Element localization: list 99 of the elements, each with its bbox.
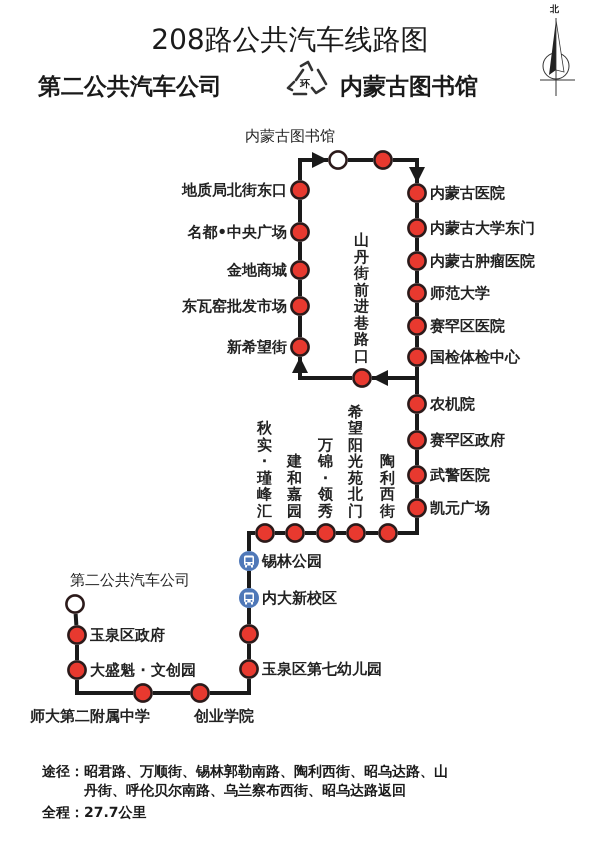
route-line <box>75 680 133 695</box>
route-line <box>415 271 419 283</box>
stop-circle <box>190 683 210 703</box>
title: 208路公共汽车线路图 <box>150 22 430 58</box>
stop-circle <box>407 498 427 518</box>
route-line <box>292 357 352 380</box>
stop-circle <box>407 316 427 336</box>
stop-circle <box>290 337 310 357</box>
stop-name: 地质局北街东口 <box>182 181 287 199</box>
stop-circle <box>67 660 87 680</box>
stop-circle <box>133 683 153 703</box>
route-line <box>415 485 419 498</box>
stop-name: 东瓦窑批发市场 <box>182 297 287 315</box>
route-line <box>298 316 302 337</box>
stop-name: 大盛魁 · 文创园 <box>90 661 196 679</box>
stop-name: 内蒙古图书馆 <box>244 127 336 145</box>
stop-name: 新希望街 <box>227 338 287 356</box>
route-line <box>75 645 79 660</box>
stop-name: 创业学院 <box>194 707 254 725</box>
stop-name: 锡林公园 <box>262 552 322 570</box>
route-line <box>210 679 251 695</box>
route-line <box>298 280 302 296</box>
route-streets: 途径：昭君路、万顺街、锡林郭勒南路、陶利西街、昭乌达路、山丹街、呼伦贝尔南路、乌兰察布西街、昭乌达路返回 <box>42 763 449 801</box>
route-line <box>415 450 419 465</box>
stop-name: 玉泉区政府 <box>90 626 165 644</box>
route-line <box>247 571 251 588</box>
stop-name: 希望阳光苑北门 <box>348 404 363 519</box>
stop-circle <box>290 180 310 200</box>
subtitle-text: 第二公共汽车公司 <box>38 73 222 102</box>
route-line <box>415 303 419 316</box>
route-line <box>305 531 316 535</box>
stop-name: 凯元广场 <box>430 499 490 517</box>
route-line <box>153 691 190 695</box>
stop-circle <box>316 523 336 543</box>
stop-name: 山丹街前进巷路口 <box>354 232 369 364</box>
stop-circle <box>407 283 427 303</box>
stop-name: 金地商城 <box>227 261 287 279</box>
stop-circle <box>378 523 398 543</box>
route-line <box>298 242 302 260</box>
stop-name: 内蒙古医院 <box>430 184 505 202</box>
stop-circle <box>290 296 310 316</box>
stop-circle <box>407 347 427 367</box>
stop-name: 农机院 <box>430 395 475 413</box>
route-line <box>415 414 419 430</box>
terminal-circle <box>328 150 348 170</box>
stop-circle <box>285 523 305 543</box>
stop-name: 内大新校区 <box>262 589 337 607</box>
route-line <box>415 336 419 347</box>
stop-circle <box>346 523 366 543</box>
stop-name: 第二公共汽车公司 <box>70 571 190 589</box>
route-line <box>298 200 302 222</box>
stop-circle <box>407 251 427 271</box>
stop-name: 武警医院 <box>430 466 490 484</box>
route-line <box>348 158 373 162</box>
stop-circle <box>255 523 275 543</box>
stop-name: 师大第二附属中学 <box>30 707 150 725</box>
stop-circle <box>407 465 427 485</box>
stop-name: 师范大学 <box>430 284 490 302</box>
route-line <box>398 518 419 535</box>
compass-label: 北 <box>550 4 559 16</box>
stop-name: 赛罕区医院 <box>430 317 505 335</box>
subtitle-text: 内蒙古图书馆 <box>340 73 478 102</box>
route-line <box>298 152 328 180</box>
stop-circle <box>239 659 259 679</box>
route-line <box>415 203 419 218</box>
stop-name: 万锦·领秀 <box>318 436 333 519</box>
stop-circle <box>290 222 310 242</box>
route-line <box>74 614 78 626</box>
stop-name: 内蒙古大学东门 <box>430 219 535 237</box>
stop-circle <box>239 624 259 644</box>
stop-circle <box>407 218 427 238</box>
stop-circle <box>290 260 310 280</box>
bus-stop-icon <box>239 588 259 608</box>
route-line <box>366 531 378 535</box>
stop-circle <box>373 150 393 170</box>
route-line <box>247 608 251 624</box>
stop-name: 名都•中央广场 <box>187 223 287 241</box>
bus-stop-icon <box>239 551 259 571</box>
stop-circle <box>407 183 427 203</box>
stop-name: 秋实·瑾峰汇 <box>257 420 272 519</box>
route-line <box>247 644 251 659</box>
terminal-circle <box>65 594 85 614</box>
stop-name: 内蒙古肿瘤医院 <box>430 252 535 270</box>
route-line <box>415 238 419 251</box>
loop-icon-text: 环 <box>300 78 310 92</box>
stop-circle <box>67 625 87 645</box>
stop-name: 国检体检中心 <box>430 348 520 366</box>
stop-circle <box>352 368 372 388</box>
route-line <box>247 531 255 551</box>
stop-name: 玉泉区第七幼儿园 <box>262 660 382 678</box>
stop-name: 建和嘉园 <box>287 453 302 519</box>
route-line <box>336 531 346 535</box>
stop-name: 陶利西街 <box>380 453 395 519</box>
route-length: 全程：27.7公里 <box>42 804 147 823</box>
route-line <box>393 158 425 183</box>
route-line <box>275 531 285 535</box>
stop-circle <box>407 394 427 414</box>
stop-circle <box>407 430 427 450</box>
stop-name: 赛罕区政府 <box>430 431 505 449</box>
